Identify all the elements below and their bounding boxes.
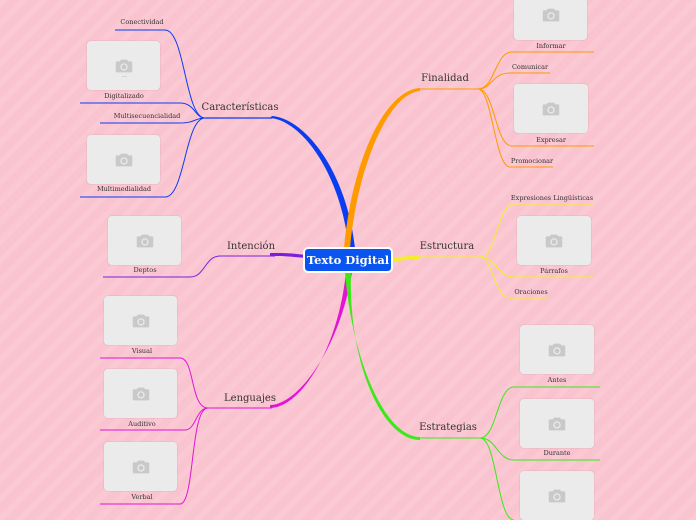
camera-icon [548, 343, 566, 356]
subtopic-conectividad[interactable]: Conectividad [120, 18, 164, 26]
link-deptos [103, 255, 221, 278]
camera-icon [548, 489, 566, 502]
camera-icon [115, 153, 132, 166]
link-comunicar [477, 72, 550, 90]
image-placeholder-digitalizado [87, 41, 160, 90]
topic-lenguajes[interactable]: Lenguajes [224, 393, 276, 404]
link-third [479, 437, 515, 520]
branch-caracteristicas [270, 116, 355, 248]
subtopic-oraciones[interactable]: Oraciones [514, 288, 548, 296]
subtopic-parrafos[interactable]: Párrafos [540, 267, 568, 275]
subtopic-expresiones-linguisticas[interactable]: Expresiones Lingüísticas [510, 194, 594, 202]
link-multimedialidad [80, 117, 206, 198]
central-topic[interactable]: Texto Digital [303, 247, 393, 273]
subtopic-auditivo[interactable]: Auditivo [128, 420, 156, 428]
image-placeholder-auditivo [104, 369, 177, 418]
image-placeholder-third [520, 471, 594, 520]
image-placeholder-deptos [108, 216, 181, 265]
subtopic-antes[interactable]: Antes [547, 376, 567, 384]
subtopic-verbal[interactable]: Verbal [131, 493, 153, 501]
camera-icon [136, 234, 153, 247]
image-placeholder-multimedialidad [87, 135, 160, 184]
subtopic-expresar[interactable]: Expresar [536, 136, 566, 144]
subtopic-durante[interactable]: Durante [543, 449, 571, 457]
camera-icon [132, 460, 149, 473]
branch-lenguajes [270, 272, 352, 408]
camera-icon [542, 102, 560, 115]
image-placeholder-parrafos [517, 216, 591, 265]
topic-estructura[interactable]: Estructura [419, 241, 475, 252]
image-placeholder-antes [520, 325, 594, 374]
subtopic-deptos[interactable]: Deptos [133, 266, 157, 274]
link-digitalizado [80, 102, 206, 119]
subtopic-multisecuencialidad[interactable]: Multisecuencialidad [113, 112, 181, 120]
subtopic-informar[interactable]: Informar [536, 42, 566, 50]
topic-estrategias[interactable]: Estrategias [419, 422, 477, 433]
link-expresiones [479, 203, 594, 258]
camera-icon [115, 59, 132, 77]
branch-finalidad [344, 88, 420, 248]
subtopic-visual[interactable]: Visual [131, 347, 153, 355]
branch-estructura [392, 256, 420, 262]
subtopic-promocionar[interactable]: Promocionar [510, 157, 554, 165]
link-promocionar [477, 88, 553, 168]
link-durante [479, 437, 600, 461]
link-oraciones [479, 256, 548, 299]
camera-icon [545, 234, 563, 247]
topic-caracteristicas[interactable]: Características [201, 102, 279, 113]
link-visual [100, 357, 209, 409]
link-verbal [100, 407, 209, 505]
image-placeholder-visual [104, 296, 177, 345]
link-conectividad [115, 29, 206, 119]
link-antes [479, 386, 600, 439]
topic-intencion[interactable]: Intención [226, 241, 276, 252]
image-placeholder-informar [514, 0, 587, 40]
image-placeholder-durante [520, 399, 594, 448]
camera-icon [542, 8, 559, 22]
camera-icon [132, 314, 149, 327]
subtopic-multimedialidad[interactable]: Multimedialidad [96, 185, 152, 193]
subtopic-comunicar[interactable]: Comunicar [511, 63, 549, 71]
image-placeholder-expresar [514, 84, 588, 133]
branch-intencion [270, 253, 306, 258]
link-expresar [477, 88, 594, 147]
subtopic-digitalizado[interactable]: Digitalizado [104, 92, 144, 100]
camera-icon [132, 387, 149, 400]
image-placeholder-verbal [104, 442, 177, 491]
branch-estrategias [345, 272, 420, 440]
link-parrafos [479, 256, 594, 278]
camera-icon [548, 417, 566, 430]
topic-finalidad[interactable]: Finalidad [421, 73, 469, 84]
